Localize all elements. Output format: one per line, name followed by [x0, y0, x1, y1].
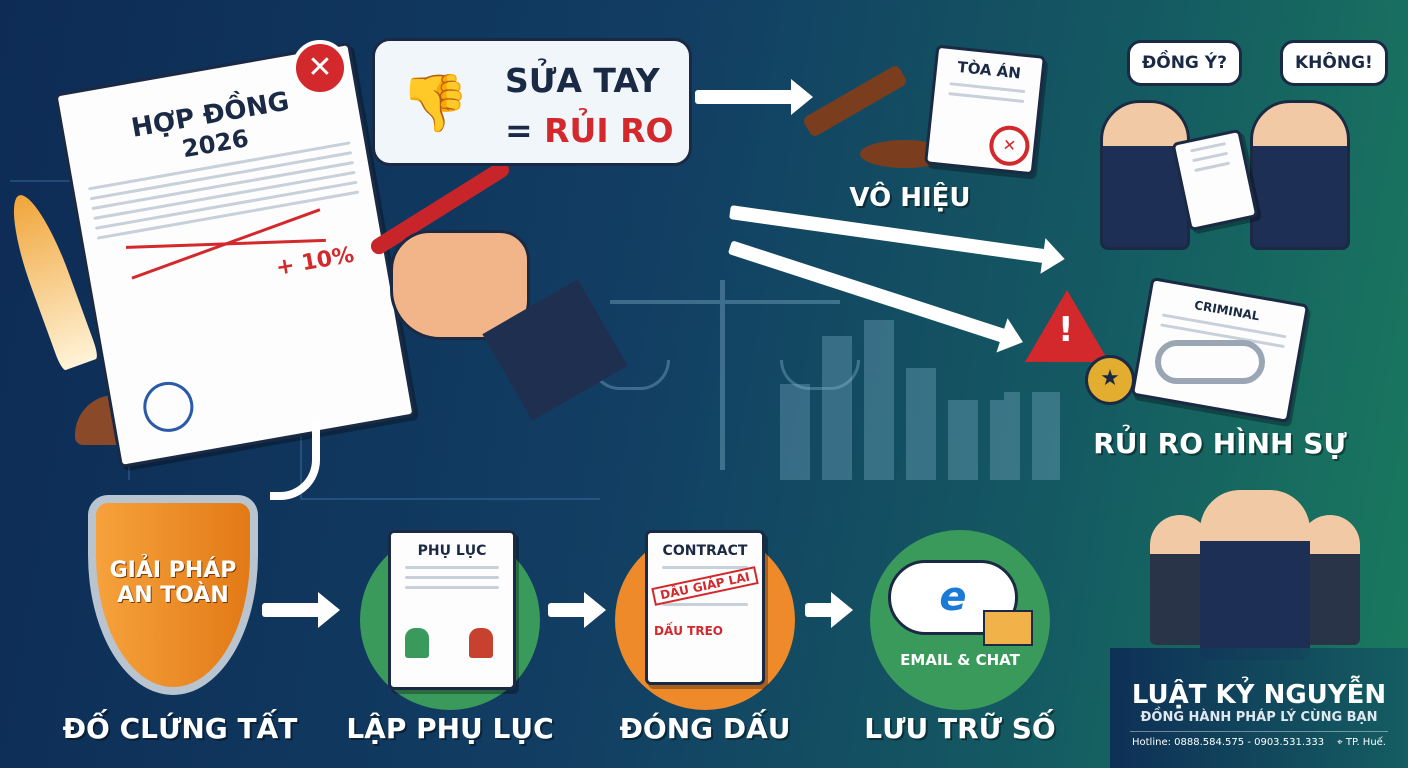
stamped-contract-document: CONTRACT DẤU GIÁP LAI DẤU TREO — [645, 530, 765, 685]
bubble-agree: ĐỒNG Ý? — [1127, 40, 1242, 86]
team-member — [1300, 515, 1360, 645]
location-pin-icon: ⌖ — [1337, 737, 1346, 748]
stamped-doc-title: CONTRACT — [662, 543, 748, 559]
reject-x-icon: ✕ — [292, 40, 348, 96]
brand-tagline: ĐỒNG HÀNH PHÁP LÝ CÙNG BẠN — [1140, 710, 1378, 725]
invalid-label: VÔ HIỆU — [849, 183, 971, 213]
court-doc-title: TÒA ÁN — [956, 57, 1022, 83]
criminal-risk-label: RỦI RO HÌNH SỰ — [1093, 427, 1347, 460]
flow-arrow — [805, 592, 853, 628]
bubble-equals: = — [505, 111, 545, 150]
browser-e-icon: e — [939, 574, 967, 620]
exclamation-icon: ! — [1058, 310, 1074, 350]
police-badge-icon: ★ — [1085, 355, 1135, 405]
step-label-3: ĐÓNG DẤU — [619, 712, 791, 745]
bubble-risk: RỦI RO — [544, 111, 674, 150]
thumbs-down-icon: 👎 — [400, 71, 470, 136]
step-label-1: ĐỐ CLỨNG TẤT — [62, 712, 298, 745]
gavel-icon — [801, 63, 909, 139]
step-label-2: LẬP PHỤ LỤC — [346, 712, 554, 745]
flow-arrow — [262, 592, 340, 628]
bubble-disagree: KHÔNG! — [1280, 40, 1388, 86]
woman-figure — [1100, 100, 1190, 250]
shield-line2: AN TOÀN — [117, 583, 229, 608]
circuit-decoration — [300, 420, 600, 500]
email-chat-caption: EMAIL & CHAT — [900, 651, 1020, 669]
red-stamp-icon — [469, 628, 493, 658]
lead-lawyer — [1200, 490, 1310, 660]
shield-icon: GIẢI PHÁP AN TOÀN — [88, 495, 258, 695]
arrow-to-invalid — [695, 79, 813, 115]
envelope-icon — [983, 610, 1033, 646]
flow-arrow — [548, 592, 606, 628]
green-stamp-icon — [405, 628, 429, 658]
brand-name: LUẬT KỶ NGUYỄN — [1131, 680, 1387, 710]
appendix-doc-title: PHỤ LỤC — [417, 543, 487, 559]
hanging-stamp: DẤU TREO — [654, 624, 723, 638]
handcuffs-icon — [1155, 340, 1265, 384]
hotline: Hotline: 0888.584.575 - 0903.531.333 — [1132, 737, 1325, 748]
bubble-line1: SỬA TAY — [505, 61, 660, 100]
court-document: TÒA ÁN ✕ — [924, 44, 1046, 176]
invalid-x-icon: ✕ — [987, 123, 1032, 168]
arrow-to-solution — [270, 420, 320, 500]
contract-document: HỢP ĐỒNG 2026 + 10% — [54, 41, 416, 469]
appendix-document: PHỤ LỤC — [388, 530, 516, 690]
location: TP. Huế. — [1345, 737, 1386, 748]
step-label-4: LƯU TRỮ SỐ — [864, 712, 1056, 745]
seal-icon — [139, 377, 198, 436]
seam-stamp: DẤU GIÁP LAI — [651, 566, 759, 606]
brand-panel: LUẬT KỶ NGUYỄN ĐỒNG HÀNH PHÁP LÝ CÙNG BẠ… — [1110, 648, 1408, 768]
warning-triangle-icon — [1025, 290, 1109, 362]
man-figure — [1250, 100, 1350, 250]
warning-speech-bubble: 👎 SỬA TAY = RỦI RO — [372, 38, 692, 166]
shield-line1: GIẢI PHÁP — [109, 558, 237, 583]
